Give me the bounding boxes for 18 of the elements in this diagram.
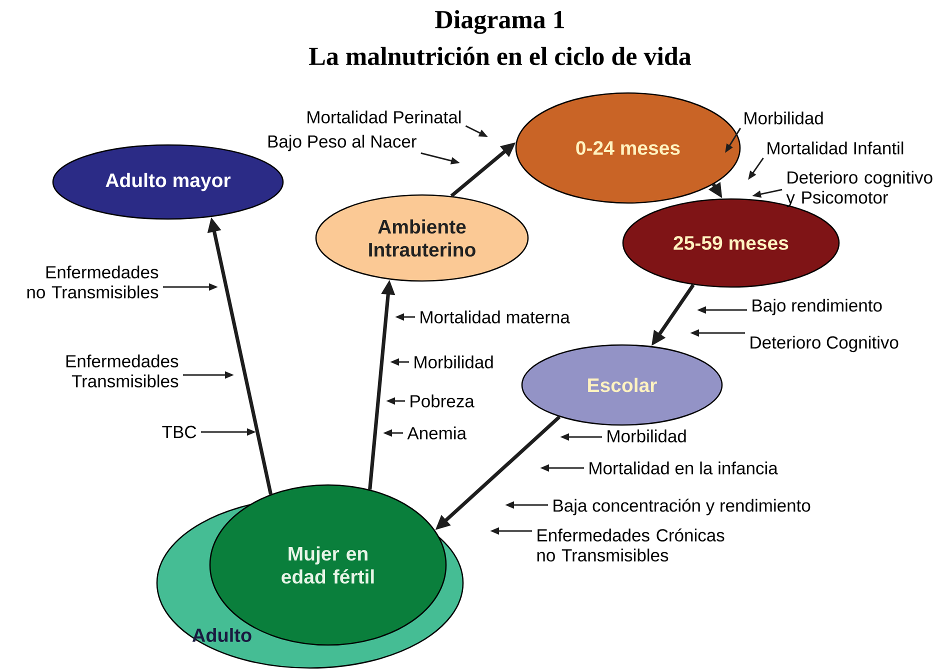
factor-label: Pobreza	[410, 394, 474, 408]
factor-label: Mortalidad materna	[420, 310, 570, 324]
factor-label: Bajo rendimiento	[752, 298, 882, 316]
factor-label: Enfermedades no Transmisibles	[27, 266, 158, 298]
factor-label: Enfermedades Transmisibles	[66, 354, 178, 388]
factor-label: Mortalidad Perinatal	[308, 110, 461, 124]
factor-label: TBC	[162, 426, 196, 438]
factor-label: Morbilidad	[744, 112, 823, 124]
factor-label: Mortalidad Infantil	[768, 142, 904, 154]
title: Diagrama 1	[435, 10, 564, 34]
subtitle: La malnutrición en el ciclo de vida	[309, 46, 692, 66]
factor-label: Baja concentración y rendimiento	[554, 498, 810, 516]
factor-label: Morbilidad	[414, 356, 493, 368]
factor-label: Enfermedades Crónicas no Transmisibles	[537, 528, 724, 562]
factor-label: Deterioro Cognitivo	[750, 336, 898, 352]
factor-label: Mortalidad en la infancia	[590, 462, 778, 474]
factor-label: Morbilidad	[608, 430, 686, 442]
factor-label: Anemia	[407, 426, 467, 440]
